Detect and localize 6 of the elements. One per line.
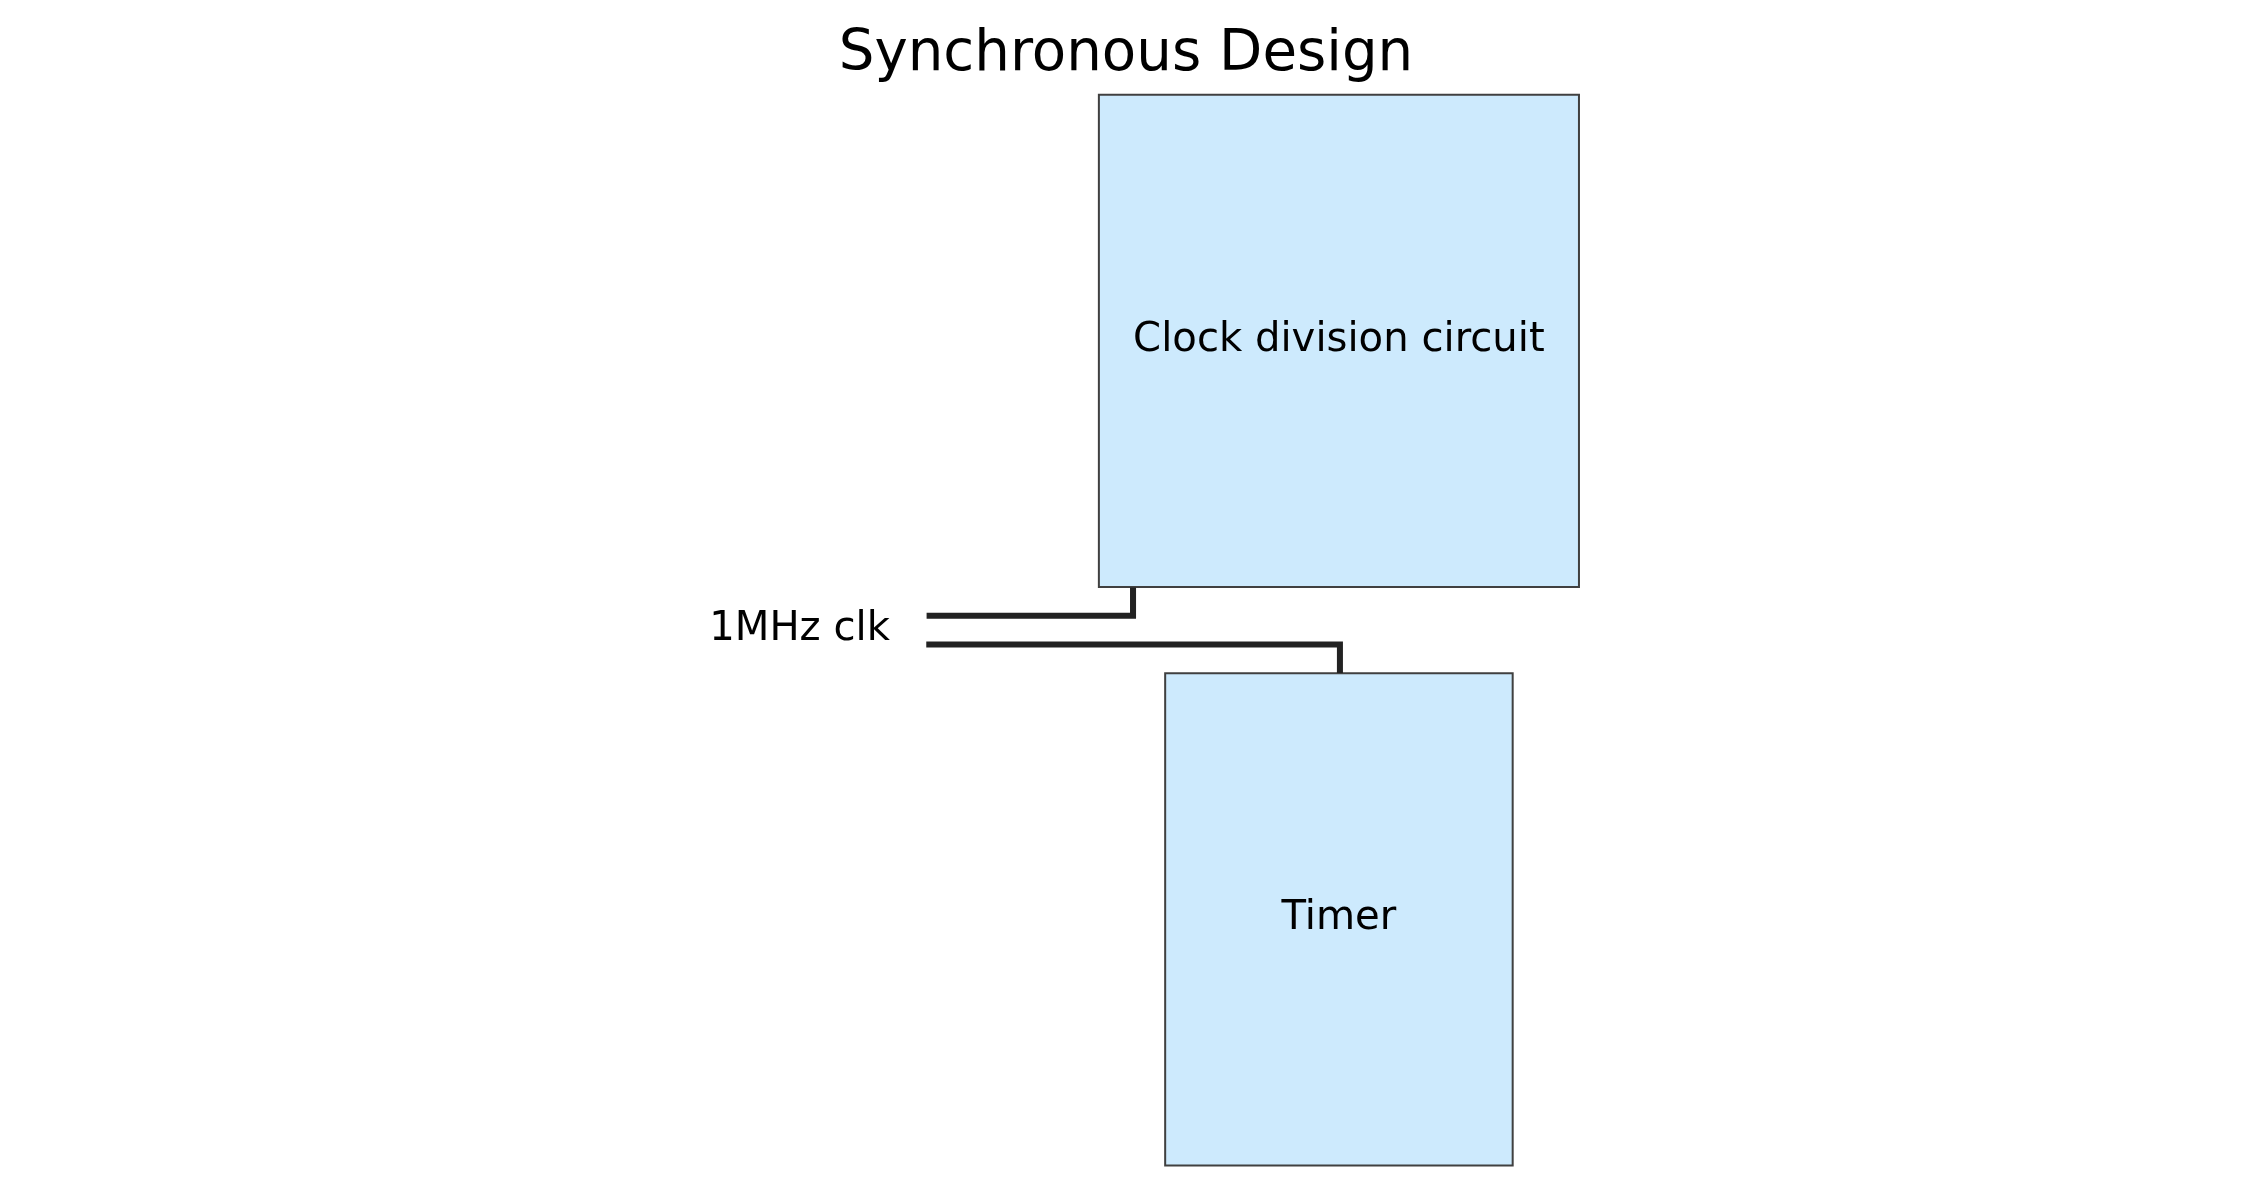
connector xyxy=(926,587,1137,619)
connector xyxy=(926,641,1343,673)
node-box: Timer xyxy=(1164,672,1514,1167)
node-text: 1MHz clk xyxy=(709,603,890,650)
node-box: Clock division circuit xyxy=(1097,93,1580,588)
diagram-title: Synchronous Design xyxy=(838,17,1414,83)
